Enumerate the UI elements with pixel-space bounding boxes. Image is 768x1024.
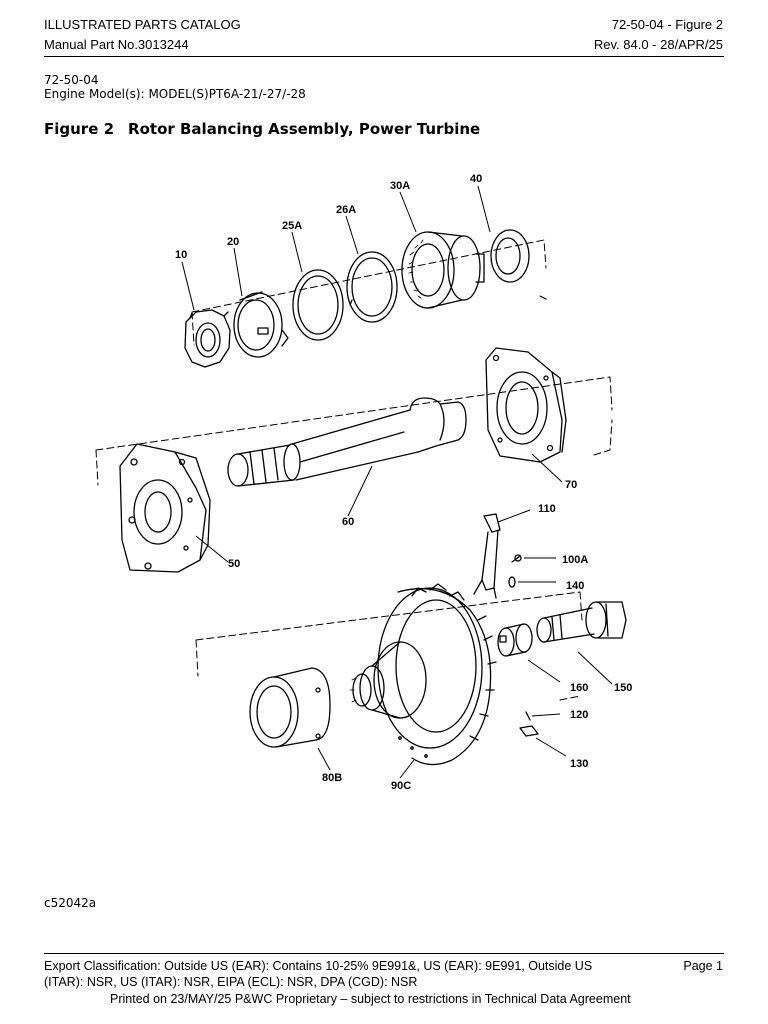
figure-number: Figure 2 xyxy=(44,120,115,138)
part-30a-gear-hub xyxy=(401,231,485,309)
engine-models: Engine Model(s): MODEL(S)PT6A-21/-27/-28 xyxy=(44,87,306,101)
part-160-sleeve xyxy=(497,623,533,657)
part-150-threaded-shaft xyxy=(536,601,627,643)
callout-160: 160 xyxy=(570,682,588,694)
callout-25a: 25A xyxy=(282,220,302,232)
exploded-view-illustration: 10 20 25A 26A 30A 40 50 60 70 110 100A 1… xyxy=(95,173,632,792)
leader-lines xyxy=(181,185,613,779)
callout-80b: 80B xyxy=(322,772,342,784)
part-60-shaft xyxy=(227,397,467,487)
callout-90c: 90C xyxy=(391,780,411,792)
part-110-lever xyxy=(473,513,501,599)
callout-30a: 30A xyxy=(390,180,410,192)
callout-150: 150 xyxy=(614,682,632,694)
part-25a-ring xyxy=(292,269,344,341)
header-rule xyxy=(44,56,724,57)
footer-rule xyxy=(44,953,724,954)
callout-20: 20 xyxy=(227,236,239,248)
part-50-flange-housing xyxy=(119,443,211,573)
part-90c-bevel-gear xyxy=(349,583,497,766)
callout-50: 50 xyxy=(228,558,240,570)
part-100a-pin xyxy=(511,554,522,563)
section-number: 72-50-04 xyxy=(44,73,99,87)
callout-70: 70 xyxy=(565,479,577,491)
part-80b-bearing-ring xyxy=(249,667,331,748)
figure-reference: 72-50-04 - Figure 2 xyxy=(611,17,723,32)
part-20-retainer xyxy=(233,291,289,358)
part-70-flange-housing xyxy=(485,347,567,463)
figure-caption: Rotor Balancing Assembly, Power Turbine xyxy=(128,120,481,138)
callout-140: 140 xyxy=(566,580,584,592)
callout-40: 40 xyxy=(470,173,482,185)
part-40-seal xyxy=(490,229,530,283)
part-140-washer xyxy=(508,576,516,588)
printed-notice: Printed on 23/MAY/25 P&WC Proprietary – … xyxy=(110,992,631,1006)
callout-60: 60 xyxy=(342,516,354,528)
callout-120: 120 xyxy=(570,709,588,721)
figure-title: Figure 2 Rotor Balancing Assembly, Power … xyxy=(44,120,480,138)
part-120-pin xyxy=(525,711,531,721)
part-130-plate xyxy=(519,725,539,737)
callout-110: 110 xyxy=(538,503,556,515)
callout-10: 10 xyxy=(175,249,187,261)
figure-image-id: c52042a xyxy=(44,896,97,910)
catalog-title: ILLUSTRATED PARTS CATALOG xyxy=(44,17,241,32)
export-classification-line2: (ITAR): NSR, US (ITAR): NSR, EIPA (ECL):… xyxy=(44,975,418,989)
callout-100a: 100A xyxy=(562,554,588,566)
page-number: Page 1 xyxy=(683,959,723,973)
callout-130: 130 xyxy=(570,758,588,770)
callout-26a: 26A xyxy=(336,204,356,216)
part-26a-ring xyxy=(346,251,398,323)
manual-part-number: Manual Part No.3013244 xyxy=(44,37,189,52)
export-classification-line1: Export Classification: Outside US (EAR):… xyxy=(44,959,593,973)
revision-info: Rev. 84.0 - 28/APR/25 xyxy=(593,37,723,52)
part-10-nut xyxy=(184,309,231,368)
